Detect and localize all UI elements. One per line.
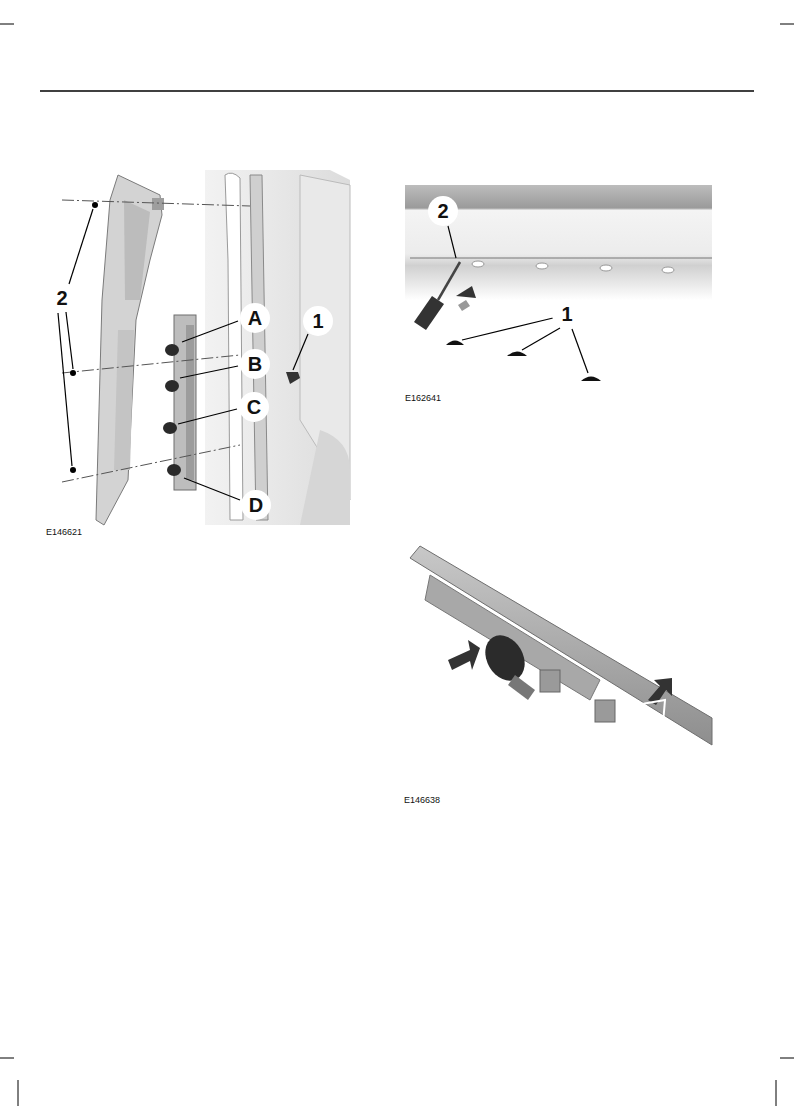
callout-number: 1 bbox=[303, 306, 333, 336]
figure-code: E146638 bbox=[404, 796, 440, 805]
figure-code: E146621 bbox=[46, 528, 82, 537]
callout-letter: D bbox=[241, 490, 271, 520]
callout-number: 1 bbox=[552, 299, 582, 329]
header-rule bbox=[40, 90, 754, 92]
callout-number: 2 bbox=[54, 286, 69, 310]
figure-code: E162641 bbox=[405, 394, 441, 403]
callout-letter: C bbox=[239, 392, 269, 422]
crop-marks bbox=[0, 24, 794, 1106]
callout-number: 2 bbox=[428, 196, 458, 226]
lamp-figure bbox=[410, 546, 712, 745]
callout-letter: A bbox=[240, 303, 270, 333]
pillar-figure bbox=[58, 170, 350, 525]
callout-letter: B bbox=[240, 349, 270, 379]
sill-figure bbox=[405, 185, 712, 381]
